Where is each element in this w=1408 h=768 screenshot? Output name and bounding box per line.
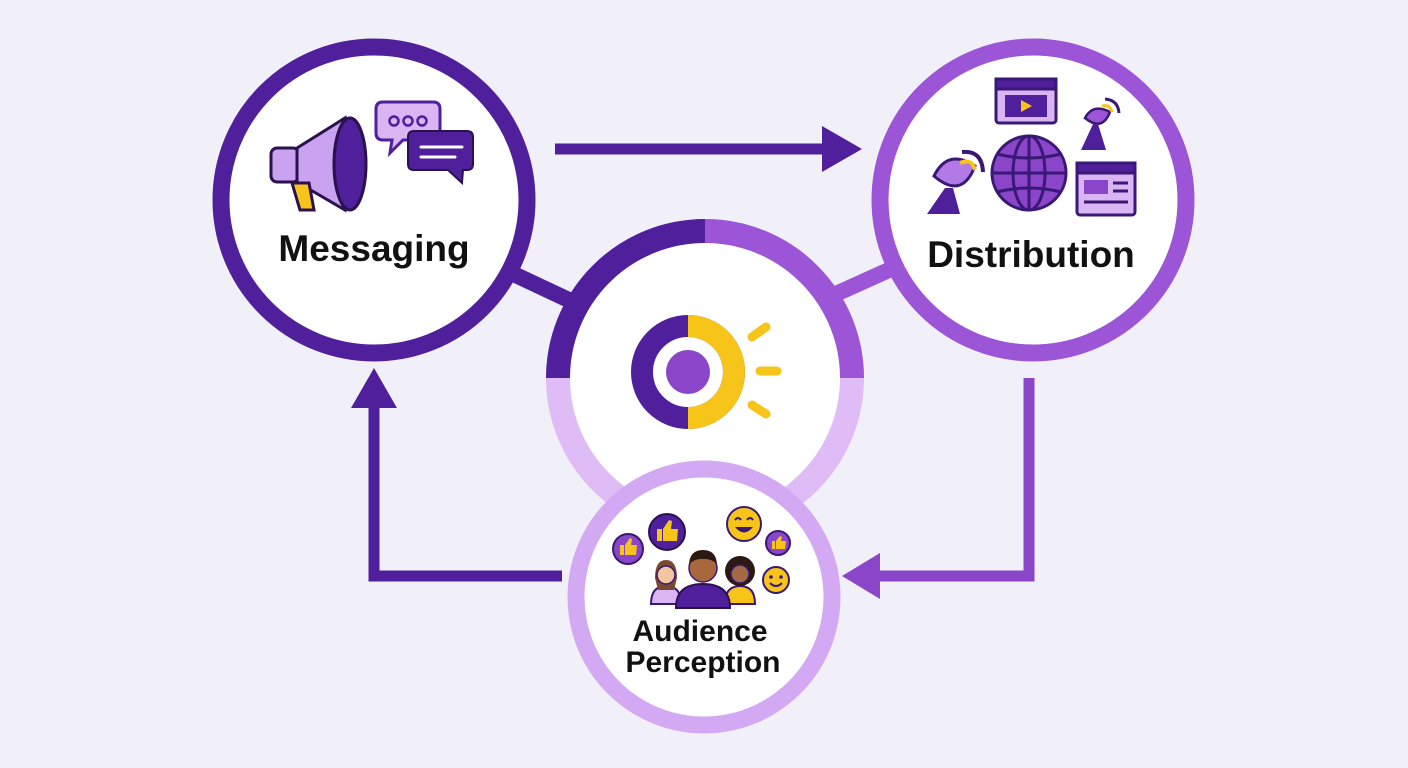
target-focus-icon	[631, 315, 782, 429]
node-audience-perception: Audience Perception	[567, 460, 841, 734]
smiley-icon	[762, 566, 790, 594]
messaging-label: Messaging	[278, 228, 469, 269]
thumbs-up-icon	[765, 530, 791, 556]
chat-bubble-dots-icon	[374, 100, 442, 158]
hub-ring-segment-dark	[546, 219, 706, 379]
megaphone-icon	[269, 115, 368, 213]
arrow-distribution-to-audience	[842, 378, 1035, 599]
audience-label-line2: Perception	[625, 646, 780, 679]
satellite-dish-icon	[927, 149, 985, 214]
satellite-dish-icon	[1081, 97, 1121, 150]
video-window-icon	[994, 77, 1058, 125]
people-group-icon	[649, 550, 757, 609]
node-distribution: Distribution	[871, 38, 1195, 362]
thumbs-up-icon	[648, 513, 686, 551]
central-hub	[546, 219, 864, 537]
thumbs-up-icon	[612, 533, 644, 565]
arrow-audience-to-messaging	[351, 368, 562, 582]
arrow-messaging-to-distribution	[555, 126, 862, 172]
distribution-label: Distribution	[927, 234, 1135, 275]
hub-ring-segment-mid	[704, 219, 864, 379]
smiley-icon	[726, 506, 762, 542]
globe-icon	[990, 134, 1068, 212]
audience-label-line1: Audience	[632, 615, 767, 648]
node-messaging: Messaging	[212, 38, 536, 362]
browser-window-icon	[1075, 161, 1137, 217]
chat-bubble-lines-icon	[407, 130, 474, 186]
